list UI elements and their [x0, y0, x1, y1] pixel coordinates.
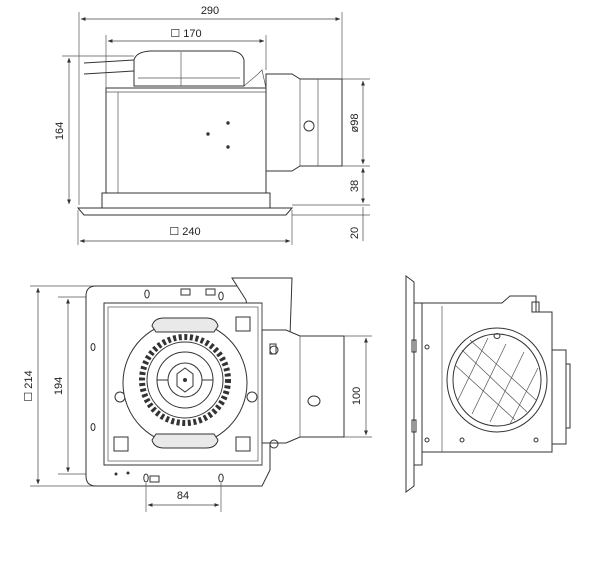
- mounting-hole: [218, 291, 224, 301]
- mounting-hole: [90, 343, 96, 351]
- dim-label-inner: 194: [53, 377, 65, 395]
- damper-pivot: [307, 395, 321, 407]
- damper-pivot: [303, 120, 315, 132]
- rear-cap: [551, 349, 567, 445]
- grille-edge: [405, 275, 415, 493]
- duct-connector: [265, 73, 343, 172]
- corner-clip: [113, 436, 129, 452]
- grille-panel: [76, 207, 294, 216]
- motor-cover: [133, 50, 245, 87]
- bottom-view: ☐ 214 194: [23, 277, 372, 512]
- clip-bottom: [151, 433, 219, 449]
- dim-label-duct-offset: 38: [349, 180, 361, 192]
- dim-label-duct-spacing: 100: [351, 387, 363, 405]
- mounting-hole: [90, 423, 96, 431]
- screw-icon: [269, 439, 279, 449]
- fan-housing: [105, 87, 267, 194]
- dim-label-outer: ☐ 214: [23, 370, 35, 401]
- mounting-hole: [143, 473, 149, 483]
- mounting-slot: [205, 288, 216, 296]
- screw-hole: [226, 121, 230, 125]
- dim-label-grille-thickness: 20: [349, 227, 361, 239]
- damper-grid: [454, 337, 539, 425]
- impeller-blades: [139, 334, 231, 426]
- dim-label-overall-width: 290: [201, 5, 219, 17]
- dim-label-grille-width: ☐ 240: [169, 226, 200, 238]
- mounting-slot: [180, 288, 191, 296]
- screw-hole: [206, 132, 210, 136]
- corner-clip: [235, 316, 251, 332]
- dim-label-motor-box: ☐ 170: [170, 28, 201, 40]
- corner-clip: [235, 436, 251, 452]
- screw-icon: [246, 391, 258, 403]
- duct-connector: [261, 329, 345, 444]
- duct-opening: [446, 327, 548, 433]
- end-view: [405, 275, 571, 493]
- power-cable: [83, 70, 135, 75]
- dim-label-duct-diameter: ø98: [349, 114, 361, 133]
- clip-top: [151, 317, 219, 333]
- power-cable: [83, 59, 135, 64]
- side-view: 290 ☐ 170 164: [54, 5, 370, 245]
- screw-hole: [226, 145, 230, 149]
- dim-label-hole-spacing: 84: [177, 490, 189, 502]
- mounting-slot: [149, 475, 160, 483]
- mounting-hole: [218, 473, 224, 483]
- mounting-hole: [144, 289, 150, 299]
- dim-label-height: 164: [54, 122, 66, 140]
